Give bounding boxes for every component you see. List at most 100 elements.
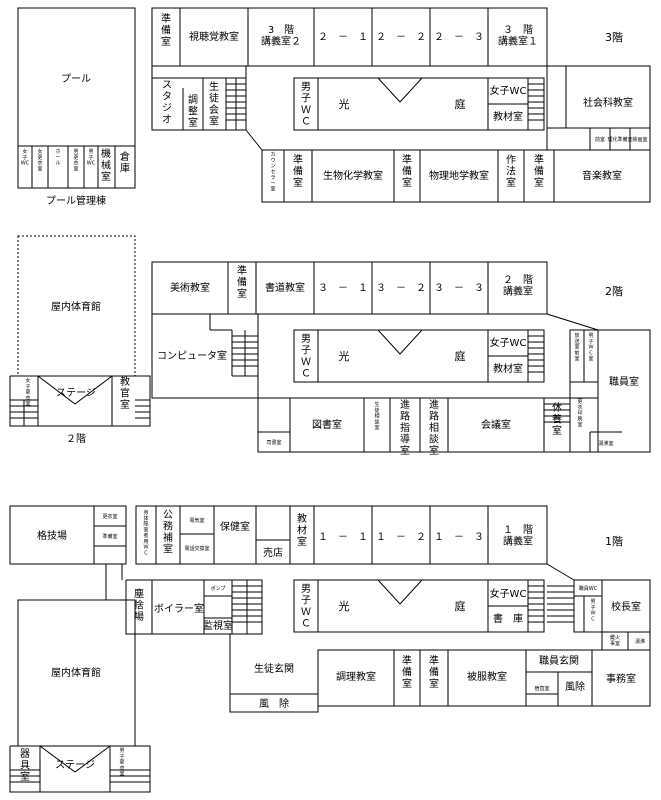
label-3f-junbi-a: 準備室 xyxy=(161,12,171,48)
label-3f-counselor: カウンセラー室 xyxy=(270,152,275,193)
label-1f-junbi-gi: 準備室 xyxy=(102,533,117,540)
label-3f-junbi-b: 準備室 xyxy=(293,153,303,189)
label-3f-boys-wc: 男子ＷＣ xyxy=(301,81,311,128)
label-2f-toshoshitsu: 図書室 xyxy=(312,418,342,431)
label-3f-sakuhou: 作法室 xyxy=(506,154,516,189)
label-2f-strip-b: 男子ＷＣ室 xyxy=(588,333,593,362)
label-3f-studio: スタジオ xyxy=(162,80,172,126)
label-1f-junbi-a: 準備室 xyxy=(402,654,412,690)
caption-pool: プール管理棟 xyxy=(46,194,106,207)
label-1f-boys-wc: 男子ＷＣ xyxy=(301,583,311,630)
floor-label-3: 3階 xyxy=(605,30,623,44)
label-2f-c33: ３ － ３ xyxy=(434,283,484,294)
label-3f-kyozai: 教材室 xyxy=(493,110,523,123)
pool-building xyxy=(17,7,136,189)
label-1f-baiten: 売店 xyxy=(263,546,283,559)
label-1f-gym-boys-change: 男子更衣室 xyxy=(119,748,124,777)
label-1f-courtyard-b: 庭 xyxy=(455,599,466,613)
label-1f-gym: 屋内体育館 xyxy=(51,666,101,679)
label-1f-hoken: 保健室 xyxy=(220,520,250,533)
room-labels: 準備室 視聴覚教室 3 階講義室２ ２ － １ ２ － ２ ２ － ３ ３ 階講… xyxy=(20,12,648,783)
label-1f-shokuin-wc: 職員WC xyxy=(579,585,598,592)
label-pool: プール xyxy=(61,73,91,85)
label-2f-shodo: 書道教室 xyxy=(265,281,305,294)
label-1f-gym-kigu: 器具室 xyxy=(20,748,30,783)
label-3f-ongaku: 音楽教室 xyxy=(582,169,622,182)
label-2f-boys-wc: 男子ＷＣ xyxy=(301,333,311,380)
label-2f-shinro-shido: 進路指導室 xyxy=(400,399,410,457)
label-3f-chosei: 調整室 xyxy=(188,93,198,129)
gym-2f xyxy=(9,235,151,427)
floor-3 xyxy=(151,7,651,203)
label-3f-c21: ２ － １ xyxy=(318,32,368,43)
stairs-2f-west xyxy=(232,330,258,376)
label-1f-lecture: １ 階講義室 xyxy=(503,524,533,548)
floor-1 xyxy=(9,505,651,713)
label-2f-gym-stage: ステージ xyxy=(56,388,96,399)
floor-label-2: 2階 xyxy=(605,284,623,298)
caption-2f-gym: ２階 xyxy=(66,433,86,445)
label-1f-c13: １ － ３ xyxy=(434,532,484,543)
label-2f-kotoku: 更衣印刷室 xyxy=(577,399,582,428)
label-1f-pump: ポンプ xyxy=(211,585,226,592)
label-2f-shinro-soudan: 進路相談室 xyxy=(429,399,439,457)
label-1f-fuujo-b: 風除 xyxy=(565,680,585,693)
stairs-1f-west xyxy=(232,580,262,634)
label-2f-c32: ３ － ２ xyxy=(376,283,426,294)
label-3f-girls-wc: 女子WC xyxy=(490,84,527,97)
stairs-2f-east xyxy=(528,335,544,373)
label-3f-courtyard-b: 庭 xyxy=(455,97,466,111)
label-1f-kanshi: 監視室 xyxy=(203,619,233,632)
label-1f-junbi-b: 準備室 xyxy=(429,654,439,690)
stairs-3f-west xyxy=(226,78,246,130)
label-2f-kyuyo: 休養室 xyxy=(552,402,562,437)
label-1f-kakugijo: 格技場 xyxy=(37,529,67,542)
label-3f-c22: ２ － ２ xyxy=(376,32,426,43)
label-2f-courtyard-a: 光 xyxy=(339,349,350,363)
label-3f-kaiga: 絵画室 xyxy=(632,136,647,143)
floor-label-1: 1階 xyxy=(605,534,623,548)
label-pool-hall: ホール xyxy=(55,149,60,167)
label-2f-gym-teachers: 教官室 xyxy=(120,375,130,411)
label-3f-seitokai: 生徒会室 xyxy=(209,80,219,128)
label-3f-lecture1: ３ 階講義室１ xyxy=(498,24,538,48)
label-pool-machine: 機械室 xyxy=(101,147,111,183)
label-1f-shokuin-genkan: 職員玄関 xyxy=(539,654,579,667)
label-3f-kagakujunbi: 理化準備室 xyxy=(607,136,632,143)
label-1f-shoko: 書 庫 xyxy=(493,612,523,625)
gym-1f xyxy=(9,599,151,793)
label-3f-junbi-c: 準備室 xyxy=(402,153,412,189)
label-2f-bijutsu: 美術教室 xyxy=(170,281,210,294)
label-3f-shakai: 社会科教室 xyxy=(583,96,633,109)
label-3f-courtyard-a: 光 xyxy=(339,97,350,111)
label-2f-computer: コンピュータ室 xyxy=(157,349,227,362)
stairs-3f-east xyxy=(528,83,544,121)
label-3f-junbi-d: 準備室 xyxy=(534,153,544,189)
label-1f-hifuku: 被服教室 xyxy=(467,670,507,683)
label-2f-gym: 屋内体育館 xyxy=(51,300,101,313)
label-2f-shishoshitsu: 司書室 xyxy=(266,439,281,446)
label-2f-kaigi: 会議室 xyxy=(481,418,511,431)
label-3f-seibutsu: 生物化学教室 xyxy=(323,169,383,182)
label-pool-storage: 倉庫 xyxy=(120,150,130,175)
label-2f-courtyard-b: 庭 xyxy=(455,349,466,363)
label-1f-kagi: 鍵火事室 xyxy=(610,634,620,647)
label-2f-shokuin: 職員室 xyxy=(609,375,639,388)
label-3f-maemuro: 前室 xyxy=(595,136,605,143)
label-2f-strip-a: 放送室前室 xyxy=(574,332,579,362)
floor-2 xyxy=(151,261,651,453)
label-1f-kochou: 校長室 xyxy=(611,600,641,613)
label-1f-gym-stage: ステージ xyxy=(55,760,95,771)
label-pool-boys-change: 男更衣室 xyxy=(73,149,78,172)
label-1f-courtyard-a: 光 xyxy=(339,599,350,613)
label-1f-c12: １ － ２ xyxy=(376,532,426,543)
label-2f-junbi: 準備室 xyxy=(237,264,247,300)
label-3f-butsuri: 物理地学教室 xyxy=(429,169,489,182)
label-2f-girls-wc: 女子WC xyxy=(490,336,527,349)
label-1f-c11: １ － １ xyxy=(318,532,368,543)
label-1f-danshi-wc: 男子ＷＣ xyxy=(590,599,595,622)
label-1f-yusui: 湯沸 xyxy=(635,638,645,645)
